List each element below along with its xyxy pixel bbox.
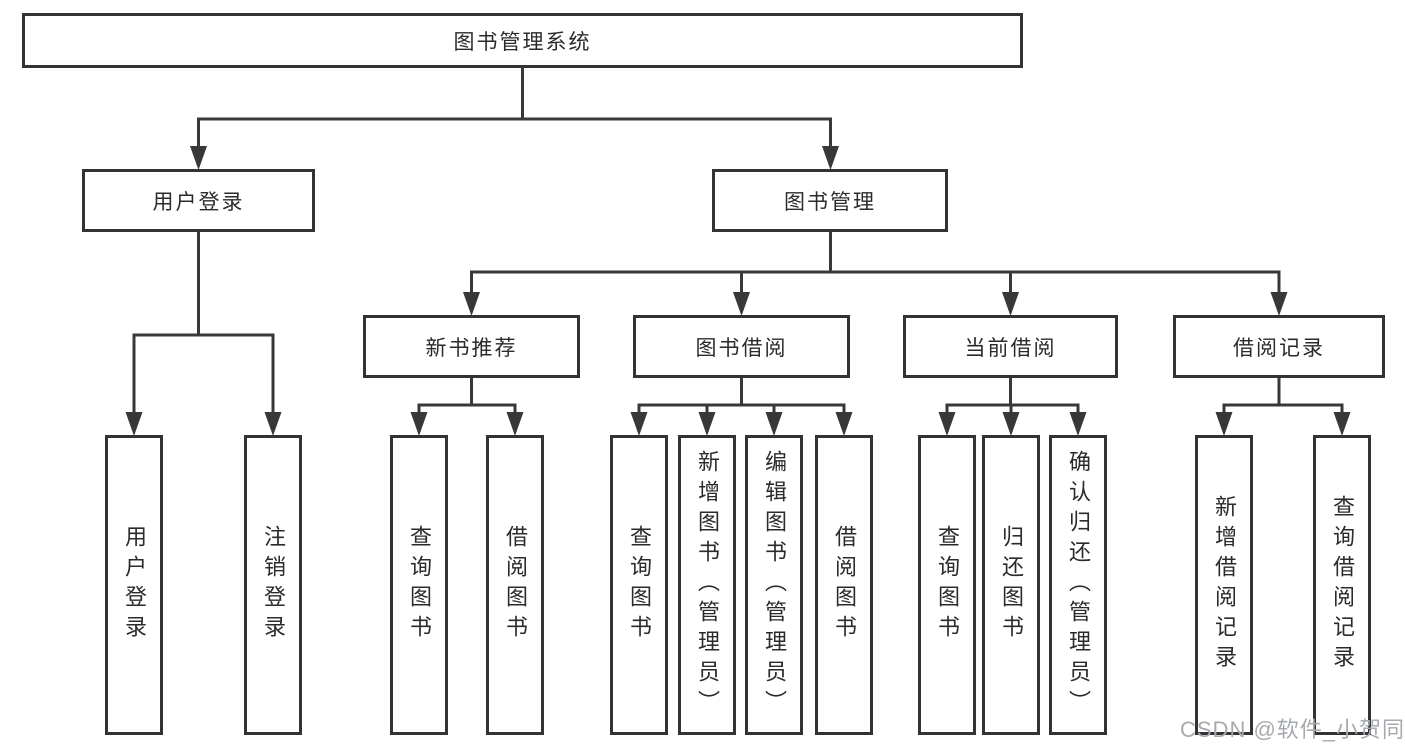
leaf-borrow-books: 借阅图书 [815,435,873,735]
node-root-label: 图书管理系统 [453,30,592,54]
leaf-logout-login-label: 注销登录 [261,525,286,645]
leaf-query-books-recommend-label: 查询图书 [407,525,432,645]
leaf-add-books-admin: 新增图书（管理员） [678,435,736,735]
leaf-query-books-current-label: 查询图书 [935,525,960,645]
node-new-book-recommend-label: 新书推荐 [425,336,518,360]
leaf-borrow-books-label: 借阅图书 [832,525,857,645]
leaf-query-borrow-record-label: 查询借阅记录 [1330,495,1355,675]
leaf-confirm-return-admin-label: 确认归还（管理员） [1066,450,1091,720]
node-user-login: 用户登录 [82,169,315,232]
leaf-add-borrow-record-label: 新增借阅记录 [1212,495,1237,675]
node-root: 图书管理系统 [22,13,1023,68]
leaf-return-books-label: 归还图书 [999,525,1024,645]
node-book-management-label: 图书管理 [784,190,876,214]
node-borrow-records: 借阅记录 [1173,315,1385,378]
node-current-borrow-label: 当前借阅 [964,336,1057,360]
leaf-borrow-books-recommend-label: 借阅图书 [503,525,528,645]
leaf-query-books-recommend: 查询图书 [390,435,448,735]
node-user-login-label: 用户登录 [152,190,245,214]
leaf-return-books: 归还图书 [982,435,1040,735]
leaf-add-borrow-record: 新增借阅记录 [1195,435,1253,735]
leaf-user-login: 用户登录 [105,435,163,735]
node-new-book-recommend: 新书推荐 [363,315,580,378]
watermark: CSDN @软件_小贺同学 [1180,717,1405,742]
leaf-user-login-label: 用户登录 [122,525,147,645]
leaf-borrow-books-recommend: 借阅图书 [486,435,544,735]
leaf-query-borrow-record: 查询借阅记录 [1313,435,1371,735]
leaf-logout-login: 注销登录 [244,435,302,735]
leaf-confirm-return-admin: 确认归还（管理员） [1049,435,1107,735]
leaf-edit-books-admin-label: 编辑图书（管理员） [762,450,787,720]
node-borrow-records-label: 借阅记录 [1233,336,1325,360]
node-book-borrow-label: 图书借阅 [695,336,788,360]
node-current-borrow: 当前借阅 [903,315,1118,378]
node-book-borrow: 图书借阅 [633,315,850,378]
leaf-edit-books-admin: 编辑图书（管理员） [745,435,803,735]
node-book-management: 图书管理 [712,169,948,232]
leaf-query-books-borrow: 查询图书 [610,435,668,735]
leaf-add-books-admin-label: 新增图书（管理员） [695,450,720,720]
leaf-query-books-current: 查询图书 [918,435,976,735]
leaf-query-books-borrow-label: 查询图书 [627,525,652,645]
